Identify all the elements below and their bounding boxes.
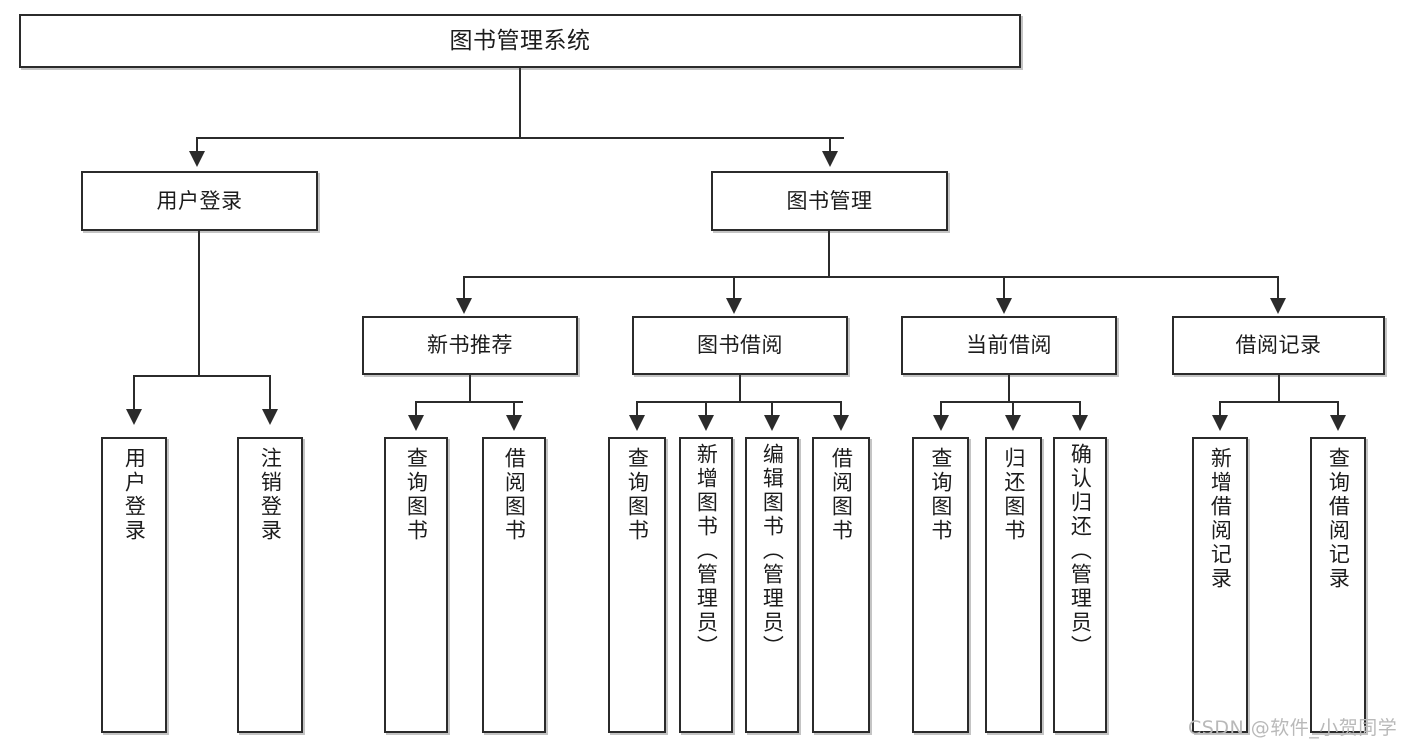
arrow-to-leaf-return-book	[1005, 415, 1021, 431]
connector-currentborrow-drop-3	[1079, 401, 1081, 417]
connector-newbook-drop-2	[513, 401, 515, 417]
arrow-to-leaf-confirm-return	[1072, 415, 1088, 431]
leaf-edit-book-admin[interactable]: 编辑图书（管理员）	[745, 437, 799, 733]
leaf-label: 查询图书	[625, 447, 650, 543]
leaf-query-book-current[interactable]: 查询图书	[912, 437, 969, 733]
node-label: 用户登录	[156, 188, 243, 213]
connector-currentborrow-drop-2	[1012, 401, 1014, 417]
arrow-to-leaf-borrow-book-2	[833, 415, 849, 431]
arrow-to-leaf-user-login	[126, 409, 142, 425]
connector-bookmanage-drop-3	[1003, 276, 1005, 300]
connector-userlogin-bus	[133, 375, 270, 377]
connector-bookmanage-drop-2	[733, 276, 735, 300]
leaf-query-book-newbook[interactable]: 查询图书	[384, 437, 448, 733]
leaf-label: 查询图书	[404, 447, 429, 543]
arrow-to-leaf-query-record	[1330, 415, 1346, 431]
connector-bookmanage-stem	[828, 231, 830, 277]
leaf-return-book[interactable]: 归还图书	[985, 437, 1042, 733]
connector-bookborrow-stem	[739, 375, 741, 402]
node-book-management[interactable]: 图书管理	[711, 171, 948, 231]
connector-bookborrow-drop-3	[771, 401, 773, 417]
node-label: 当前借阅	[966, 333, 1052, 358]
connector-root-drop-1	[196, 137, 198, 155]
connector-root-stem	[519, 68, 521, 138]
connector-root-drop-2	[829, 137, 831, 155]
connector-borrowrecord-bus	[1219, 401, 1339, 403]
node-book-borrowing[interactable]: 图书借阅	[632, 316, 848, 375]
leaf-user-login[interactable]: 用户登录	[101, 437, 167, 733]
arrow-to-borrow-record	[1270, 298, 1286, 314]
arrow-to-leaf-edit-book	[764, 415, 780, 431]
leaf-add-borrow-record[interactable]: 新增借阅记录	[1192, 437, 1248, 733]
leaf-confirm-return-admin[interactable]: 确认归还（管理员）	[1053, 437, 1107, 733]
connector-newbook-stem	[469, 375, 471, 402]
leaf-label: 用户登录	[122, 447, 147, 543]
connector-newbook-bus	[415, 401, 523, 403]
node-user-login[interactable]: 用户登录	[81, 171, 318, 231]
node-label: 新书推荐	[427, 333, 513, 358]
connector-currentborrow-stem	[1008, 375, 1010, 402]
arrow-to-leaf-add-book	[698, 415, 714, 431]
connector-bookmanage-drop-4	[1277, 276, 1279, 300]
leaf-label: 查询借阅记录	[1326, 447, 1351, 591]
arrow-to-leaf-query-book-3	[933, 415, 949, 431]
connector-borrowrecord-drop-1	[1219, 401, 1221, 417]
connector-userlogin-stem	[198, 231, 200, 376]
arrow-to-book-borrow	[726, 298, 742, 314]
connector-bookmanage-bus	[463, 276, 1277, 278]
leaf-label: 确认归还（管理员）	[1068, 443, 1093, 659]
arrow-to-leaf-add-record	[1212, 415, 1228, 431]
leaf-label: 归还图书	[1001, 447, 1026, 543]
arrow-to-user-login	[189, 151, 205, 167]
leaf-borrow-book-newbook[interactable]: 借阅图书	[482, 437, 546, 733]
connector-bookborrow-drop-4	[840, 401, 842, 417]
node-label: 图书管理系统	[449, 27, 591, 54]
connector-bookmanage-drop-1	[463, 276, 465, 300]
node-borrowing-records[interactable]: 借阅记录	[1172, 316, 1385, 375]
leaf-label: 编辑图书（管理员）	[760, 443, 785, 659]
connector-bookborrow-drop-1	[636, 401, 638, 417]
node-root-book-management-system[interactable]: 图书管理系统	[19, 14, 1021, 68]
arrow-to-new-book-rec	[456, 298, 472, 314]
leaf-query-borrow-record[interactable]: 查询借阅记录	[1310, 437, 1366, 733]
leaf-label: 借阅图书	[502, 447, 527, 543]
arrow-to-leaf-query-book-1	[408, 415, 424, 431]
leaf-label: 新增图书（管理员）	[694, 443, 719, 659]
arrow-to-current-borrow	[996, 298, 1012, 314]
node-current-borrowing[interactable]: 当前借阅	[901, 316, 1117, 375]
arrow-to-leaf-query-book-2	[629, 415, 645, 431]
node-new-book-recommendation[interactable]: 新书推荐	[362, 316, 578, 375]
node-label: 图书管理	[786, 188, 873, 213]
connector-borrowrecord-drop-2	[1337, 401, 1339, 417]
arrow-to-leaf-logout	[262, 409, 278, 425]
connector-currentborrow-bus	[940, 401, 1080, 403]
leaf-label: 注销登录	[258, 447, 283, 543]
connector-bookborrow-drop-2	[705, 401, 707, 417]
leaf-query-book-borrowing[interactable]: 查询图书	[608, 437, 666, 733]
connector-root-bus	[196, 137, 844, 139]
connector-borrowrecord-stem	[1278, 375, 1280, 402]
leaf-label: 查询图书	[928, 447, 953, 543]
node-label: 图书借阅	[697, 333, 783, 358]
leaf-borrow-book-borrowing[interactable]: 借阅图书	[812, 437, 870, 733]
leaf-label: 新增借阅记录	[1208, 447, 1233, 591]
connector-userlogin-drop-2	[269, 375, 271, 411]
arrow-to-leaf-borrow-book-1	[506, 415, 522, 431]
leaf-logout[interactable]: 注销登录	[237, 437, 303, 733]
connector-userlogin-drop-1	[133, 375, 135, 411]
connector-newbook-drop-1	[415, 401, 417, 417]
connector-bookborrow-bus	[636, 401, 841, 403]
leaf-add-book-admin[interactable]: 新增图书（管理员）	[679, 437, 733, 733]
leaf-label: 借阅图书	[829, 447, 854, 543]
node-label: 借阅记录	[1235, 333, 1322, 358]
connector-currentborrow-drop-1	[940, 401, 942, 417]
arrow-to-book-manage	[822, 151, 838, 167]
